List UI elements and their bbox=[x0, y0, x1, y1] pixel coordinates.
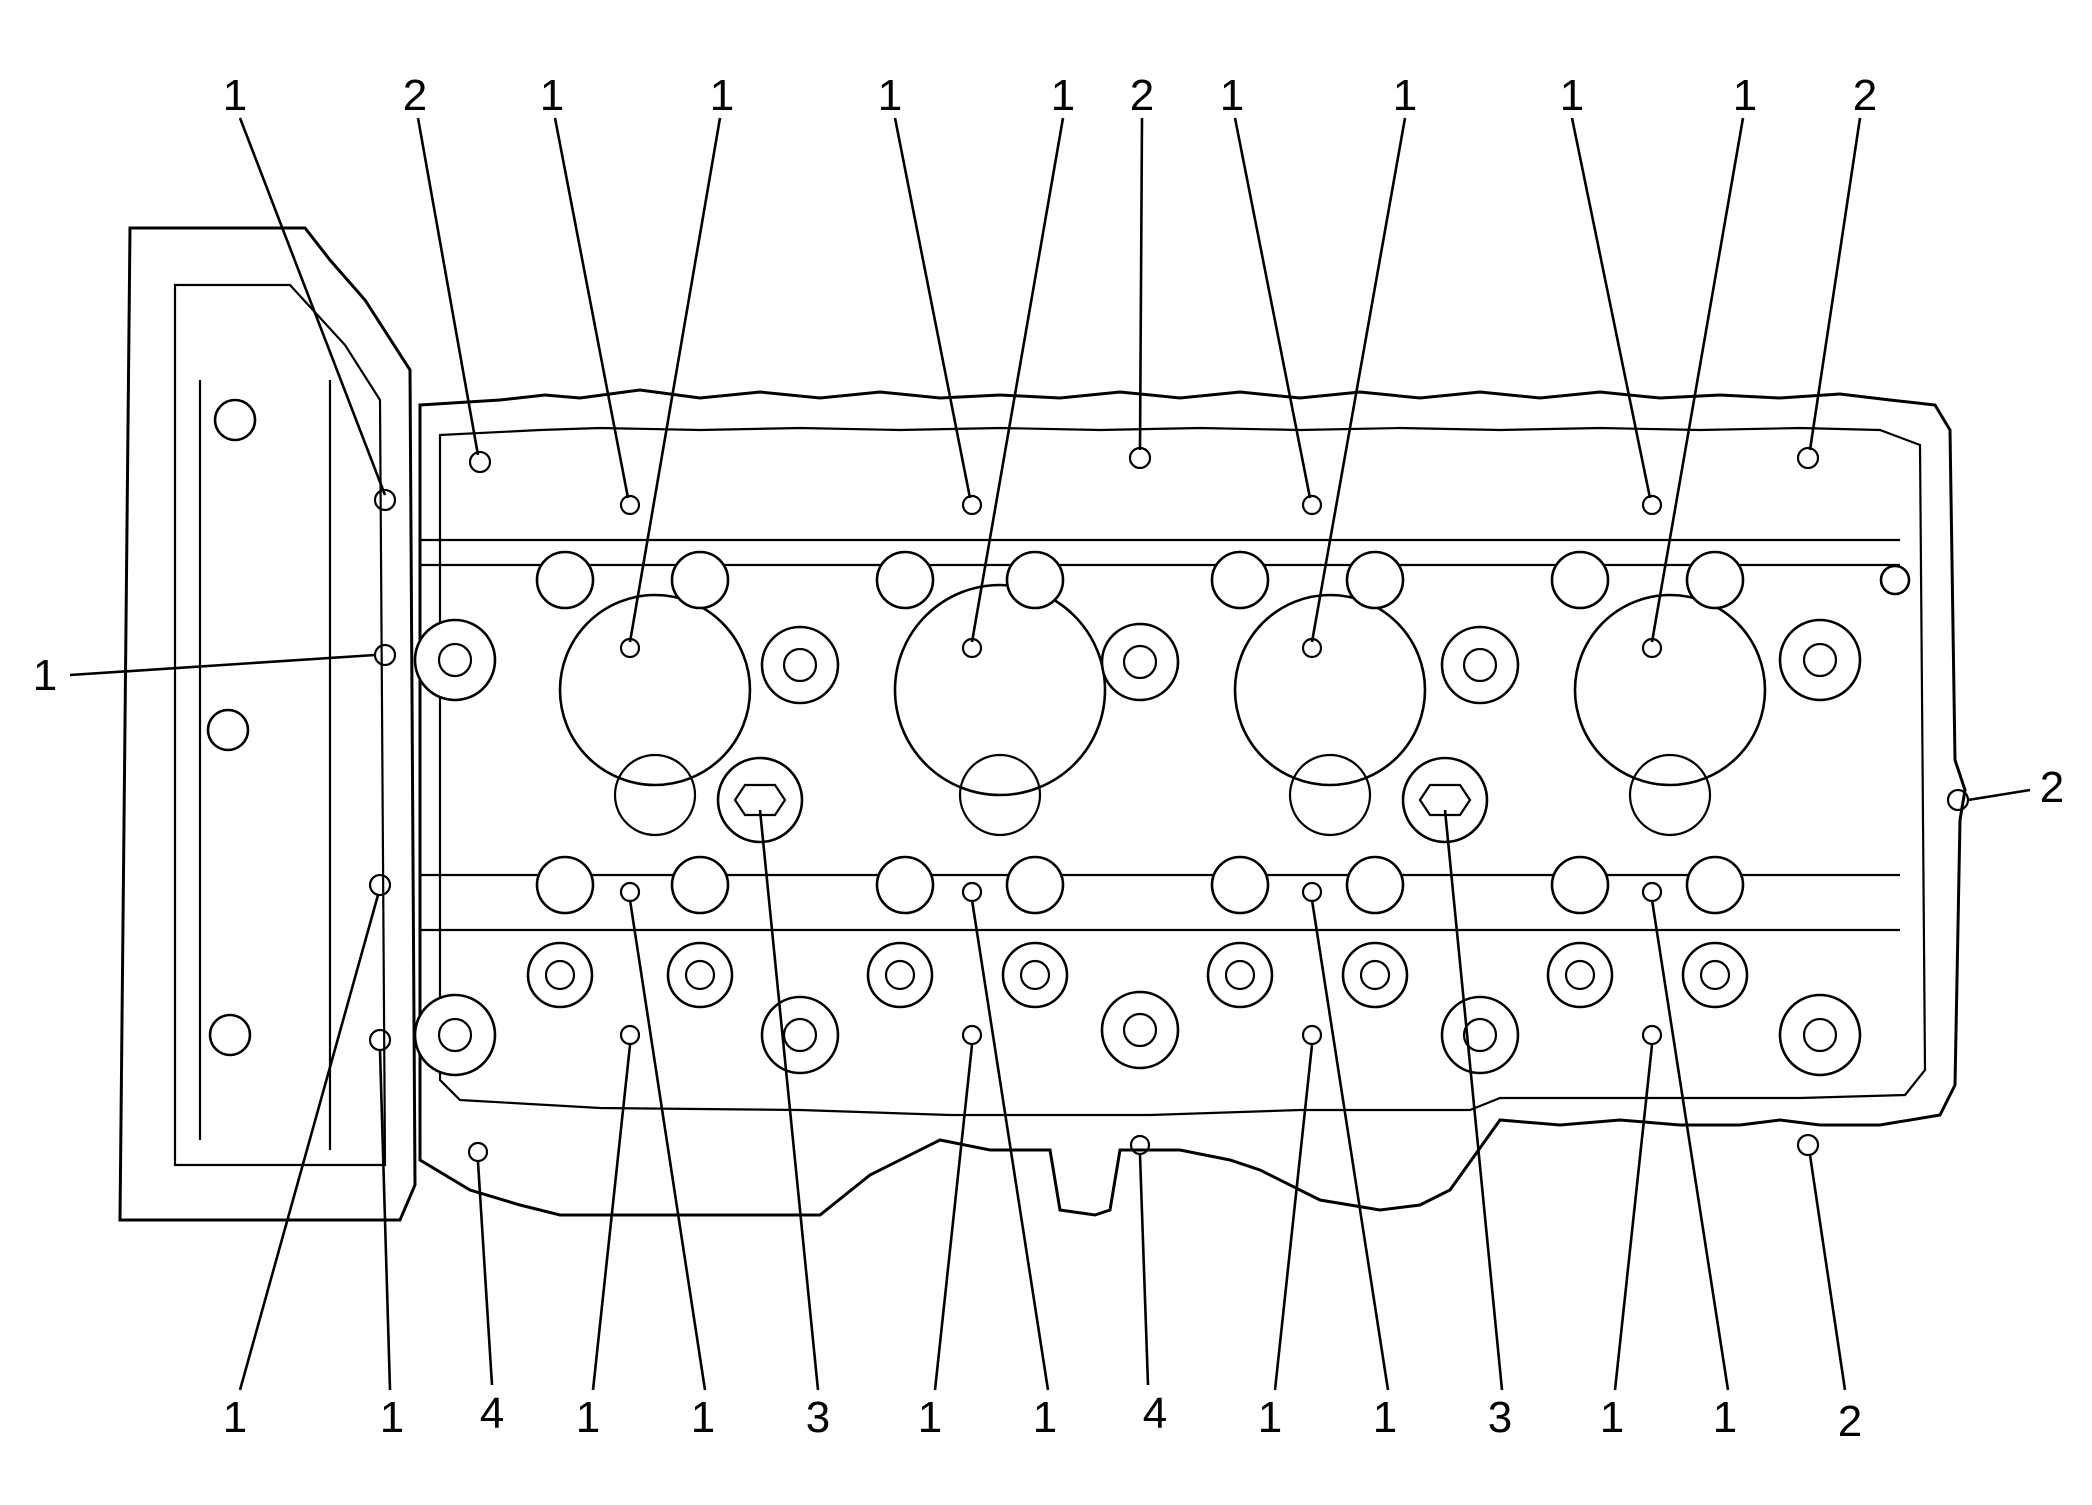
callout-top-12: 2 bbox=[1853, 71, 1877, 120]
callout-bottom-3: 4 bbox=[480, 1389, 504, 1438]
callout-top-1: 1 bbox=[223, 71, 247, 120]
end-plate-inner bbox=[173, 283, 387, 1167]
bolt-holes bbox=[368, 446, 1970, 1163]
callout-bottom-1: 1 bbox=[223, 1393, 247, 1442]
callout-bottom-7: 1 bbox=[918, 1393, 942, 1442]
callout-top-6: 1 bbox=[1051, 71, 1075, 120]
callout-top-11: 1 bbox=[1733, 71, 1757, 120]
gasket-line bbox=[438, 426, 1927, 1117]
callout-top-2: 2 bbox=[403, 71, 427, 120]
callout-bottom-13: 1 bbox=[1600, 1393, 1624, 1442]
callout-labels: 1 2 1 1 1 1 2 1 1 1 1 2 1 2 1 1 4 1 1 3 … bbox=[33, 71, 2064, 1446]
callout-bottom-15: 2 bbox=[1838, 1397, 1862, 1446]
callout-top-9: 1 bbox=[1393, 71, 1417, 120]
callout-top-5: 1 bbox=[878, 71, 902, 120]
callout-bottom-2: 1 bbox=[380, 1393, 404, 1442]
end-plate bbox=[118, 226, 417, 1222]
cylinder-head-drawing bbox=[118, 226, 1970, 1222]
callout-bottom-8: 1 bbox=[1033, 1393, 1057, 1442]
callout-bottom-12: 3 bbox=[1488, 1393, 1512, 1442]
callout-top-3: 1 bbox=[540, 71, 564, 120]
callout-top-10: 1 bbox=[1560, 71, 1584, 120]
callout-top-8: 1 bbox=[1220, 71, 1244, 120]
callout-top-4: 1 bbox=[710, 71, 734, 120]
callout-bottom-5: 1 bbox=[691, 1393, 715, 1442]
callout-bottom-10: 1 bbox=[1258, 1393, 1282, 1442]
callout-bottom-14: 1 bbox=[1713, 1393, 1737, 1442]
callout-bottom-6: 3 bbox=[806, 1393, 830, 1442]
leader-lines bbox=[69, 117, 2031, 1391]
callout-right: 2 bbox=[2040, 763, 2064, 812]
callout-left: 1 bbox=[33, 651, 57, 700]
callout-top-7: 2 bbox=[1130, 71, 1154, 120]
callout-bottom-9: 4 bbox=[1143, 1389, 1167, 1438]
callout-bottom-11: 1 bbox=[1373, 1393, 1397, 1442]
callout-bottom-4: 1 bbox=[576, 1393, 600, 1442]
